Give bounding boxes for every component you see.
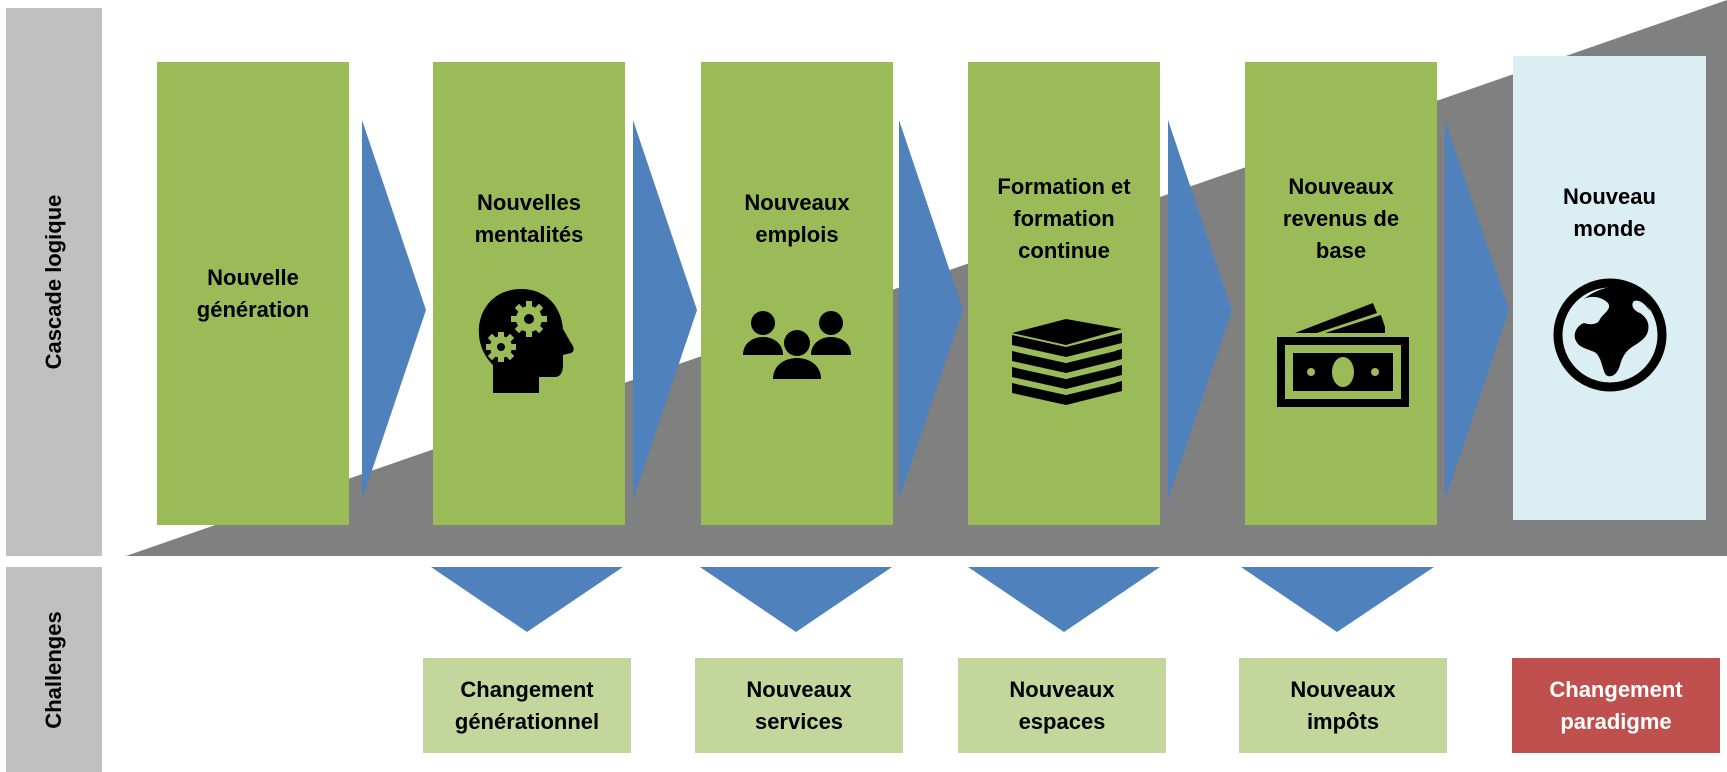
down-arrow-2 [700, 567, 892, 632]
down-arrow-1 [431, 567, 623, 632]
down-arrow-4 [1241, 567, 1434, 632]
flow-arrow-5 [1445, 120, 1509, 500]
challenge-nouveaux-services: Nouveaux services [695, 658, 903, 753]
people-group-icon [743, 310, 851, 379]
challenge-label: Nouveaux services [746, 676, 852, 734]
cascade-logique-label: Cascade logique [6, 8, 102, 556]
stage-title: Nouvelles mentalités [474, 189, 584, 247]
stage-nouvelle-generation: Nouvelle génération [157, 62, 349, 525]
challenge-label: Changement paradigme [1549, 676, 1683, 734]
challenge-label: Changement générationnel [454, 676, 600, 734]
books-stack-icon [1012, 318, 1122, 405]
flow-arrow-1 [362, 120, 426, 500]
challenge-nouveaux-impots: Nouveaux impôts [1239, 658, 1447, 753]
stage-nouveau-monde: Nouveau monde [1513, 56, 1706, 520]
stage-title: Nouvelle génération [196, 264, 310, 322]
stage-nouvelles-mentalites: Nouvelles mentalités [433, 62, 625, 525]
challenge-label: Nouveaux espaces [1009, 676, 1115, 734]
stage-revenus-de-base: Nouveaux revenus de base [1245, 62, 1437, 525]
challenge-changement-generationnel: Changement générationnel [423, 658, 631, 753]
stage-title: Formation et formation continue [997, 173, 1131, 263]
money-bills-icon [1277, 302, 1409, 407]
stage-nouveaux-emplois: Nouveaux emplois [701, 62, 893, 525]
challenges-label: Challenges [6, 567, 102, 772]
down-arrow-3 [968, 567, 1160, 632]
head-gears-icon [478, 288, 574, 393]
flow-arrow-2 [633, 120, 697, 500]
challenge-changement-paradigme: Changement paradigme [1512, 658, 1720, 753]
stage-formation: Formation et formation continue [968, 62, 1160, 525]
globe-icon [1553, 278, 1666, 392]
challenge-label: Nouveaux impôts [1290, 676, 1396, 734]
stage-title: Nouveau monde [1563, 184, 1656, 241]
flow-arrow-4 [1168, 120, 1232, 500]
challenge-nouveaux-espaces: Nouveaux espaces [958, 658, 1166, 753]
flow-arrow-3 [899, 120, 963, 500]
stage-title: Nouveaux emplois [744, 189, 850, 247]
stage-title: Nouveaux revenus de base [1282, 173, 1400, 263]
